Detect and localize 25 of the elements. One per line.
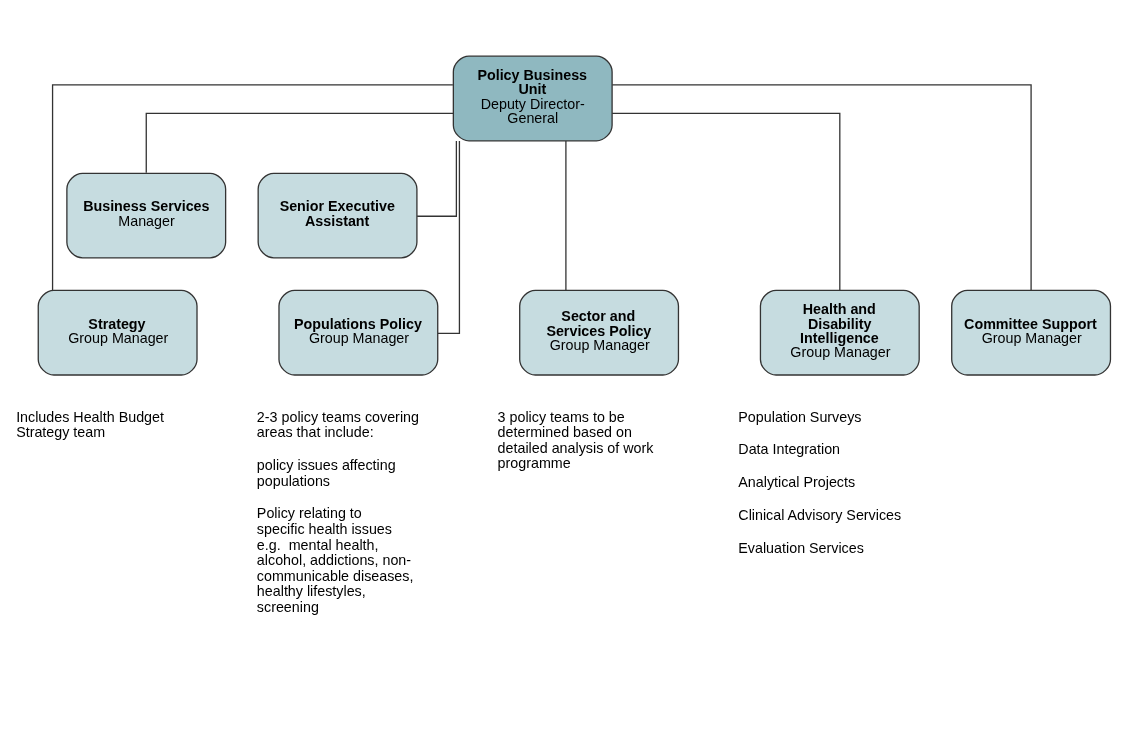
connector [145, 112, 454, 173]
node-label: Population Surveys [738, 408, 862, 425]
node-label: Policy relating to specific health issues e.g. mental health, alcohol, addictions, non-communicable diseases, healthy lifestyles, screening [256, 504, 414, 615]
node-label: 2-3 policy teams covering areas that include: [256, 408, 419, 440]
node-label: Clinical Advisory Services [738, 506, 902, 523]
node-label: policy issues affecting populations [256, 456, 396, 489]
node-box: Strategy Group Manager [37, 289, 198, 376]
node-box: Senior Executive Assistant [257, 172, 418, 259]
node-box: Business Services Manager [66, 172, 227, 259]
node-label: Includes Health Budget Strategy team [16, 408, 164, 440]
node-label: Analytical Projects [738, 473, 856, 490]
connector [437, 139, 461, 334]
node-box: Populations Policy Group Manager [278, 289, 439, 376]
node-label: Evaluation Services [738, 539, 864, 556]
node-box: Committee Support Group Manager [951, 289, 1112, 376]
connector [611, 83, 1032, 291]
connector [565, 139, 567, 291]
connector [416, 139, 458, 217]
node-box: Policy Business Unit Deputy Director-General [452, 55, 613, 141]
node-box: Sector and Services Policy Group Manager [519, 289, 680, 376]
node-label: Data Integration [738, 440, 841, 457]
connector [611, 112, 841, 291]
node-label: 3 policy teams to be determined based on detailed analysis of work programme [497, 408, 654, 471]
connector [51, 83, 454, 291]
node-box: Health and Disability Intelligence Group Manager [759, 289, 920, 376]
